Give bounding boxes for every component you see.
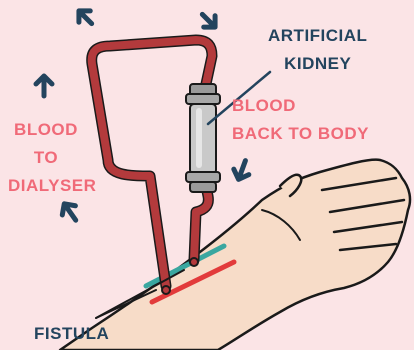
label-blood-back-to-body: BLOOD BACK TO BODY (232, 92, 369, 148)
flow-arrow-up-right-icon (73, 5, 97, 29)
flow-arrow-down-left-icon (231, 158, 253, 182)
needle-tip-arterial (162, 286, 170, 294)
artificial-kidney (186, 84, 220, 192)
blood-to-dialyser-line1: BLOOD (8, 116, 84, 144)
blood-back-line1: BLOOD (232, 92, 369, 120)
label-blood-to-dialyser: BLOOD TO DIALYSER (8, 116, 84, 200)
arm-hand (60, 160, 410, 350)
artificial-kidney-line1: ARTIFICIAL (268, 22, 367, 50)
flow-arrow-up-icon (36, 76, 52, 96)
needle-tip-venous (190, 258, 198, 266)
blood-back-line2: BACK TO BODY (232, 120, 369, 148)
artificial-kidney-line2: KIDNEY (268, 50, 367, 78)
flow-arrow-down-right-icon (197, 9, 221, 33)
flow-arrow-up-left-icon (58, 199, 83, 225)
blood-to-dialyser-line3: DIALYSER (8, 172, 84, 200)
label-artificial-kidney: ARTIFICIAL KIDNEY (268, 22, 367, 78)
label-fistula: FISTULA (34, 320, 109, 348)
blood-to-dialyser-line2: TO (8, 144, 84, 172)
